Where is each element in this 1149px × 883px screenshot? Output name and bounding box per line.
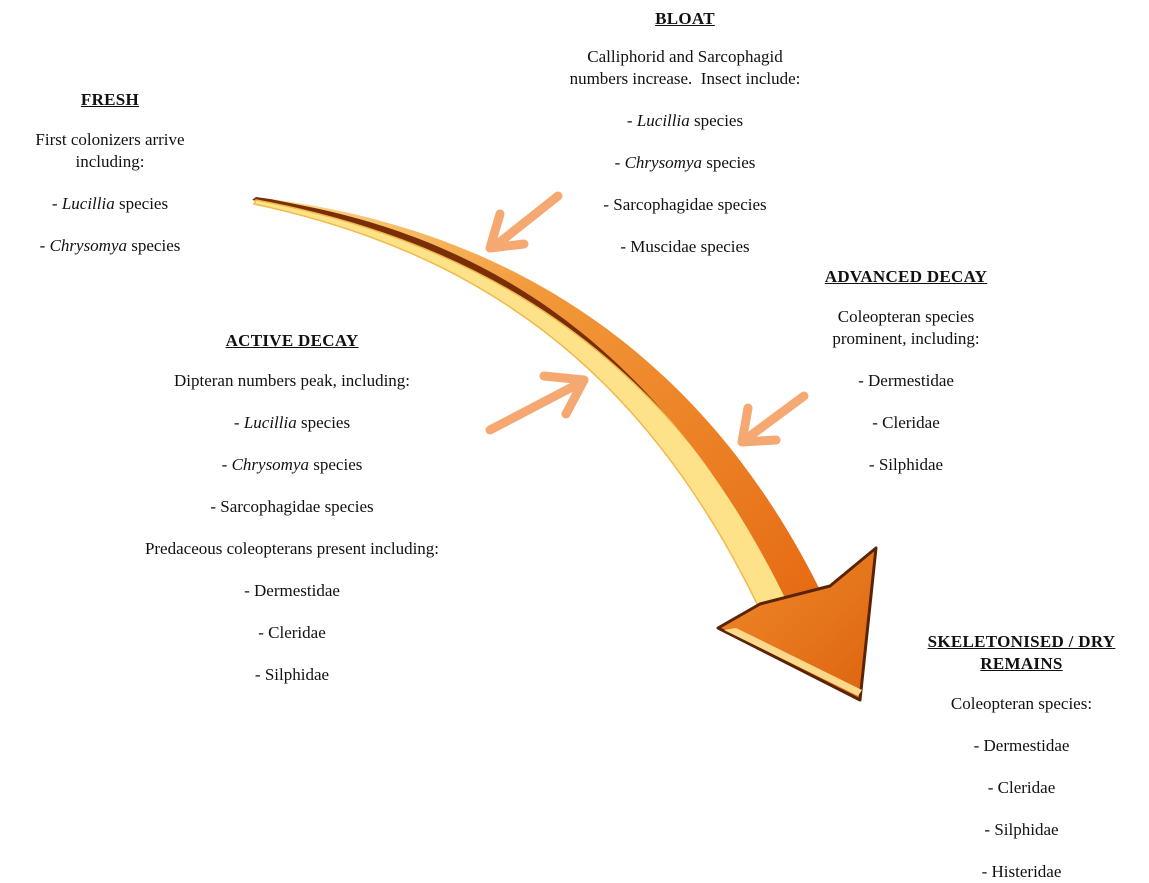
stage-active-decay: ACTIVE DECAY Dipteran numbers peak, incl… [82, 330, 502, 686]
stage-bloat-item: - Muscidae species [620, 237, 750, 256]
stage-bloat-description-line: numbers increase. Insect include: [569, 69, 801, 88]
stage-active-decay-description: Dipteran numbers peak, including: [82, 370, 502, 392]
stage-skeletonised: SKELETONISED / DRY REMAINS Coleopteran s… [894, 631, 1149, 883]
stage-fresh-title: FRESH [80, 90, 140, 109]
main-arrow-head [716, 546, 878, 702]
main-timeline-arrow [252, 197, 878, 702]
stage-active-decay-item: - Sarcophagidae species [210, 497, 374, 516]
stage-fresh: FRESH First colonizers arrive including:… [0, 89, 220, 257]
stage-advanced-decay: ADVANCED DECAY Coleopteran species promi… [786, 266, 1026, 476]
main-arrow-head-highlight [724, 628, 862, 696]
stage-fresh-item: - Lucillia species [51, 194, 169, 213]
stage-bloat-description: Calliphorid and Sarcophagid numbers incr… [520, 46, 850, 90]
stage-skeletonised-item: - Histeridae [981, 862, 1062, 881]
stage-skeletonised-title: SKELETONISED / DRY REMAINS [894, 631, 1149, 675]
stage-active-decay-description-line: Dipteran numbers peak, including: [173, 371, 411, 390]
stage-fresh-item: - Chrysomya species [39, 236, 181, 255]
stage-skeletonised-title-line: SKELETONISED / DRY [927, 632, 1116, 651]
stage-advanced-decay-description: Coleopteran species prominent, including… [786, 306, 1026, 350]
advanced-decay-pointer-arrow [737, 391, 809, 447]
stage-active-decay-sub-item: - Cleridae [258, 623, 326, 642]
stage-active-decay-sub-item: - Silphidae [254, 665, 330, 684]
stage-advanced-decay-item: - Cleridae [872, 413, 940, 432]
stage-advanced-decay-description-line: Coleopteran species [837, 307, 975, 326]
stage-skeletonised-description: Coleopteran species: [894, 693, 1149, 715]
stage-skeletonised-description-line: Coleopteran species: [950, 694, 1093, 713]
stage-bloat-title: BLOAT [655, 9, 715, 28]
stage-fresh-description-line: including: [75, 152, 145, 171]
stage-bloat-description-line: Calliphorid and Sarcophagid [587, 47, 783, 66]
stage-fresh-description-line: First colonizers arrive [35, 130, 185, 149]
stage-skeletonised-item: - Silphidae [984, 820, 1059, 839]
stage-skeletonised-item: - Cleridae [987, 778, 1056, 797]
stage-bloat-item: - Chrysomya species [614, 153, 756, 172]
active-decay-pointer-arrow [485, 371, 589, 435]
stage-advanced-decay-title: ADVANCED DECAY [824, 267, 988, 286]
stage-active-decay-sub-item: - Dermestidae [244, 581, 340, 600]
stage-active-decay-title: ACTIVE DECAY [225, 331, 359, 350]
stage-active-decay-item: - Lucillia species [233, 413, 351, 432]
stage-bloat-item: - Lucillia species [626, 111, 744, 130]
stage-bloat-item: - Sarcophagidae species [603, 195, 767, 214]
stage-skeletonised-item: - Dermestidae [973, 736, 1070, 755]
main-arrow-body [270, 199, 824, 604]
stage-active-decay-item: - Chrysomya species [221, 455, 363, 474]
stage-advanced-decay-description-line: prominent, including: [832, 329, 980, 348]
stage-advanced-decay-item: - Dermestidae [858, 371, 954, 390]
stage-bloat: BLOAT Calliphorid and Sarcophagid number… [520, 8, 850, 258]
stage-advanced-decay-item: - Silphidae [868, 455, 944, 474]
stage-skeletonised-title-line: REMAINS [980, 654, 1063, 673]
stage-fresh-description: First colonizers arrive including: [0, 129, 220, 173]
stage-active-decay-sub-description: Predaceous coleopterans present includin… [144, 539, 440, 558]
bloat-pointer-arrow [485, 191, 563, 253]
